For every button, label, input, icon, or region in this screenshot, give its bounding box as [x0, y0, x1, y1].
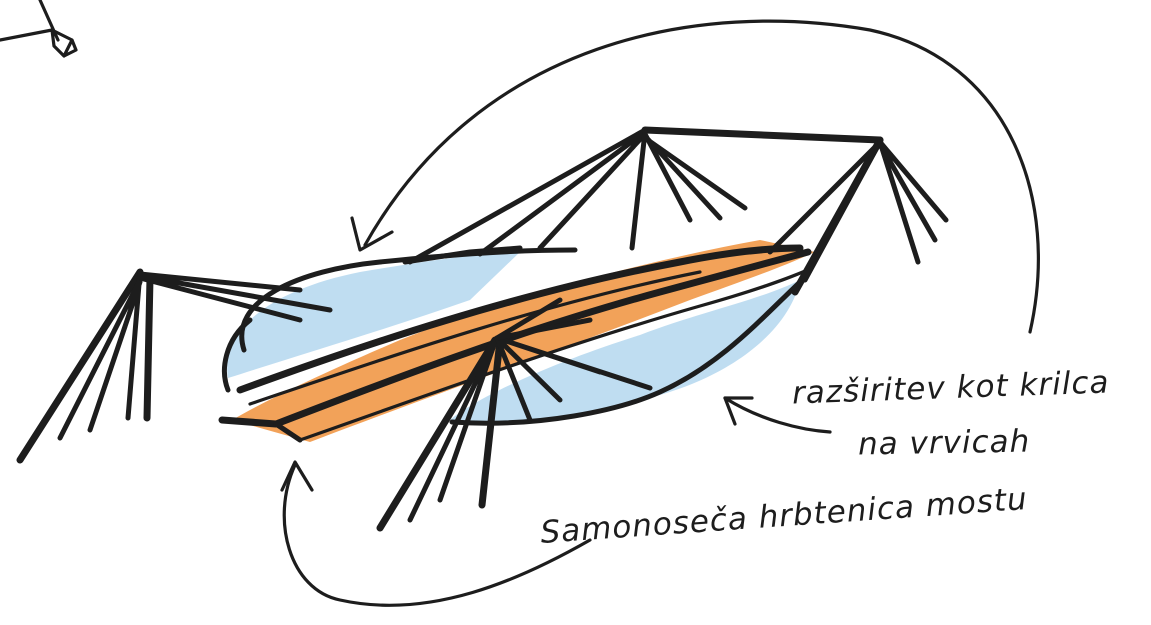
corner-beam-sketch — [0, 0, 76, 56]
wings-note-line2: na vrvicah — [858, 423, 1031, 462]
back-mast-left — [410, 130, 880, 262]
back-mast-right — [770, 140, 946, 292]
